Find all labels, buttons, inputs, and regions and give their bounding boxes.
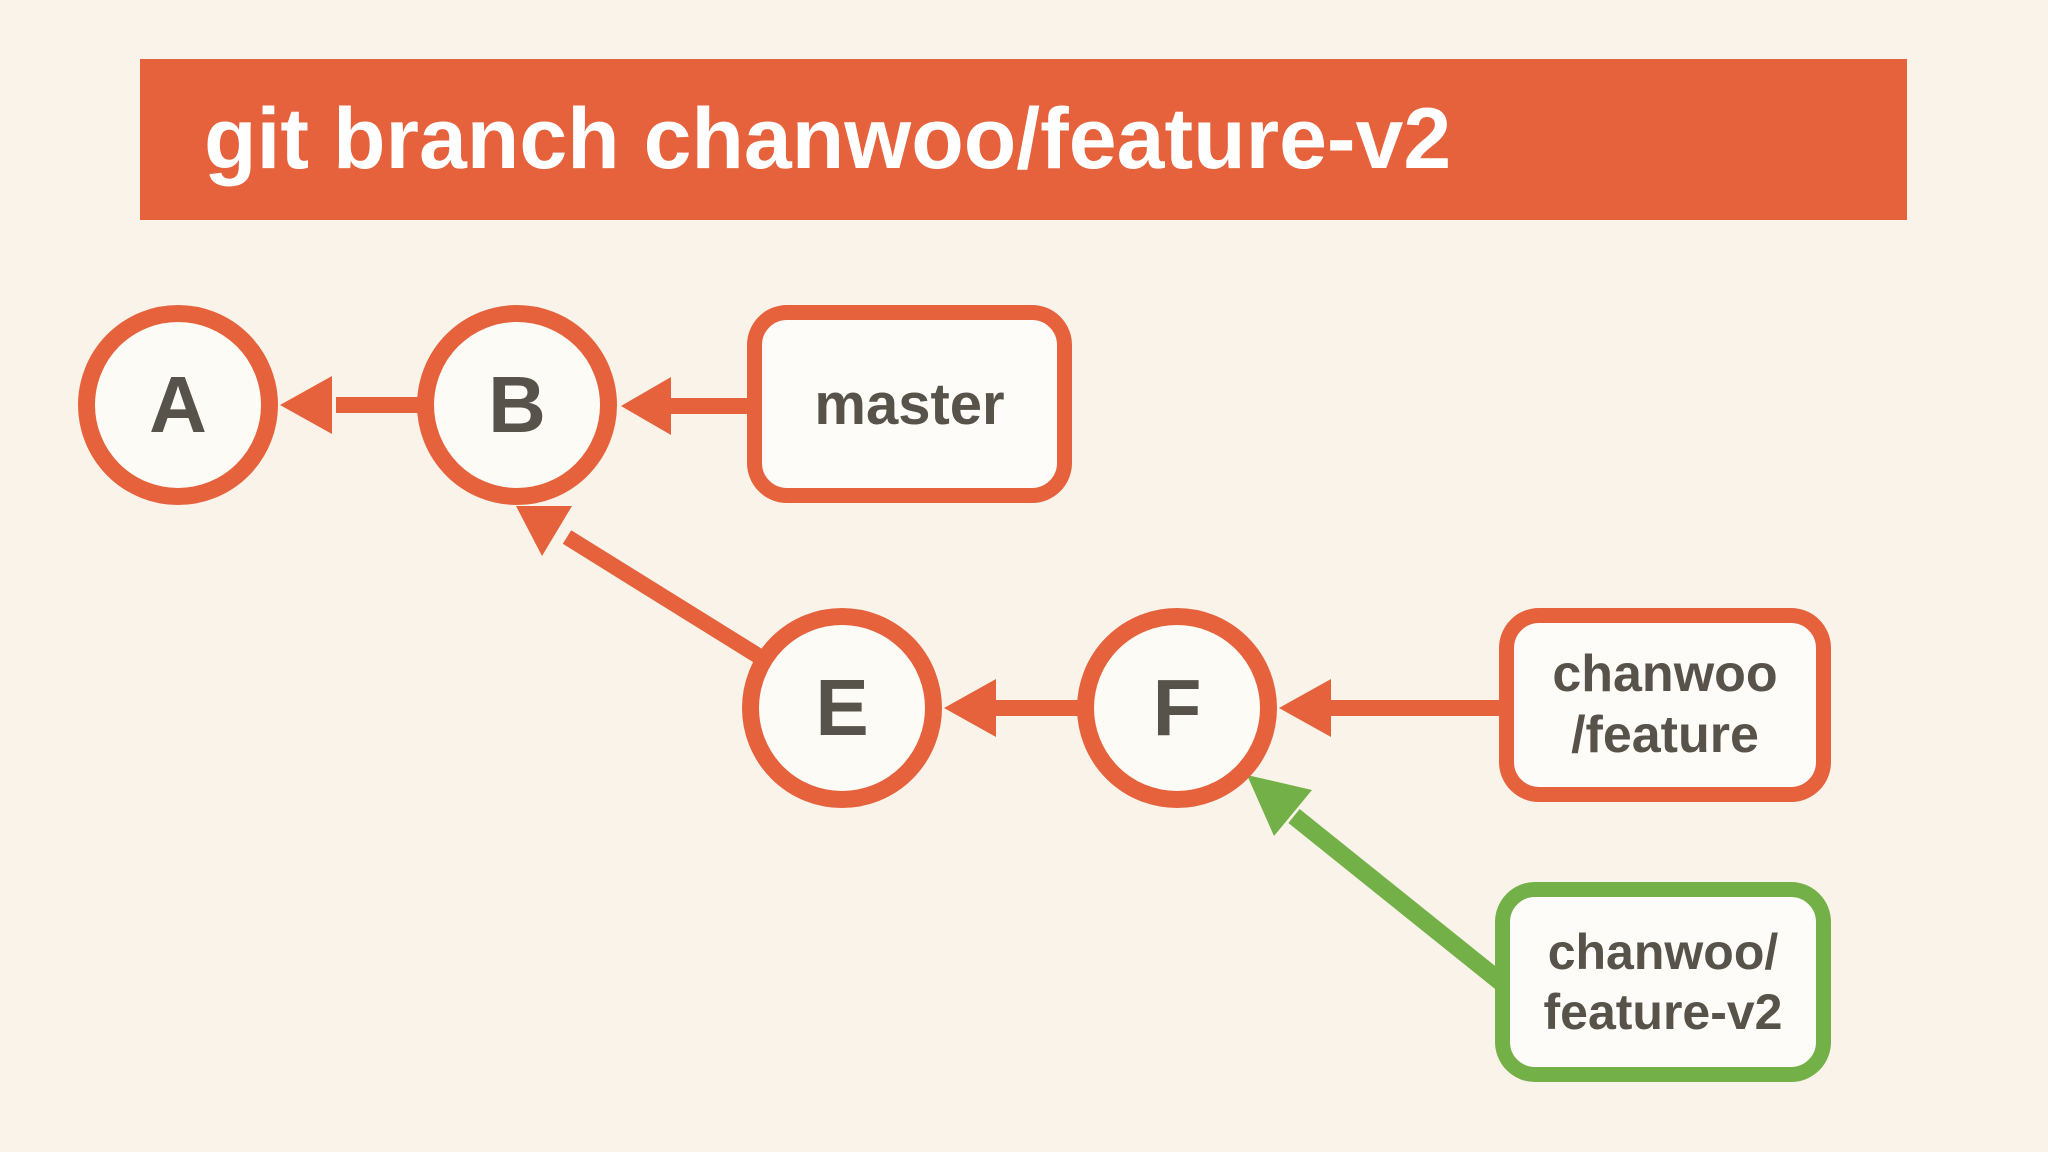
arrowhead	[1247, 775, 1312, 836]
branch-label-text-line2: feature-v2	[1543, 984, 1783, 1040]
commit-label: B	[488, 360, 546, 449]
arrowhead	[621, 377, 671, 435]
commit-node-f: F	[1077, 608, 1277, 808]
branch-label-chanwoo-feature-v2: chanwoo/ feature-v2	[1495, 882, 1831, 1082]
branch-label-text-line1: chanwoo/	[1547, 924, 1779, 980]
arrowhead	[944, 679, 996, 737]
branch-label-text-line2: /feature	[1571, 706, 1759, 764]
commit-node-a: A	[78, 305, 278, 505]
page-title: git branch chanwoo/feature-v2	[204, 91, 1452, 187]
commit-node-b: B	[417, 305, 617, 505]
branch-label-text: master	[814, 371, 1005, 437]
commit-label: A	[149, 360, 207, 449]
arrowhead	[1279, 679, 1331, 737]
edge-feature-to-f	[1279, 679, 1502, 737]
commit-node-e: E	[742, 608, 942, 808]
arrowhead	[516, 506, 572, 556]
branch-label-master: master	[747, 305, 1072, 503]
branch-label-text-line1: chanwoo	[1552, 644, 1778, 703]
title-bar: git branch chanwoo/feature-v2	[140, 59, 1907, 220]
edge-master-to-b	[621, 377, 760, 435]
edge-feature-v2-to-f	[1247, 775, 1508, 991]
commit-label: F	[1152, 663, 1202, 752]
commit-label: E	[815, 663, 869, 752]
arrowhead	[280, 376, 332, 434]
branch-label-chanwoo-feature: chanwoo /feature	[1499, 608, 1831, 802]
